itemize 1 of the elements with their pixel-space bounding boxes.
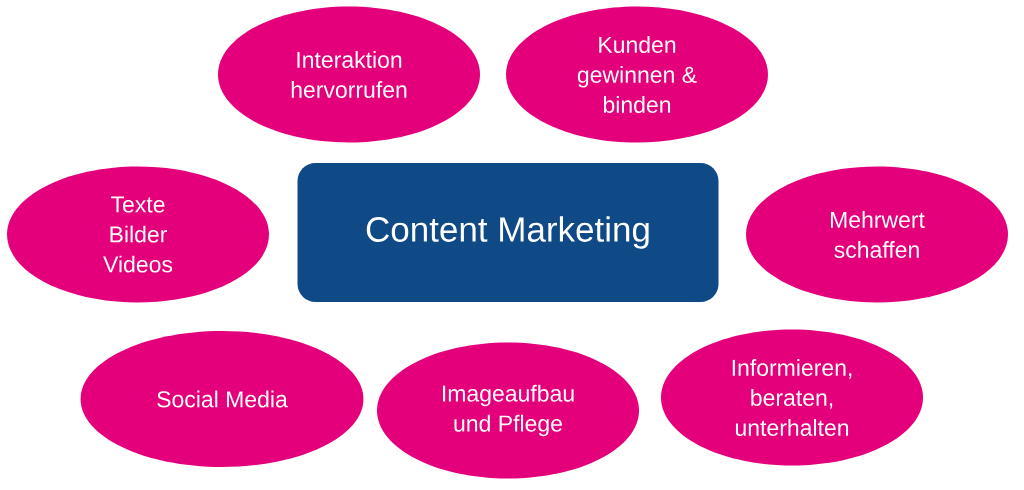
center-box: Content Marketing: [297, 163, 719, 302]
